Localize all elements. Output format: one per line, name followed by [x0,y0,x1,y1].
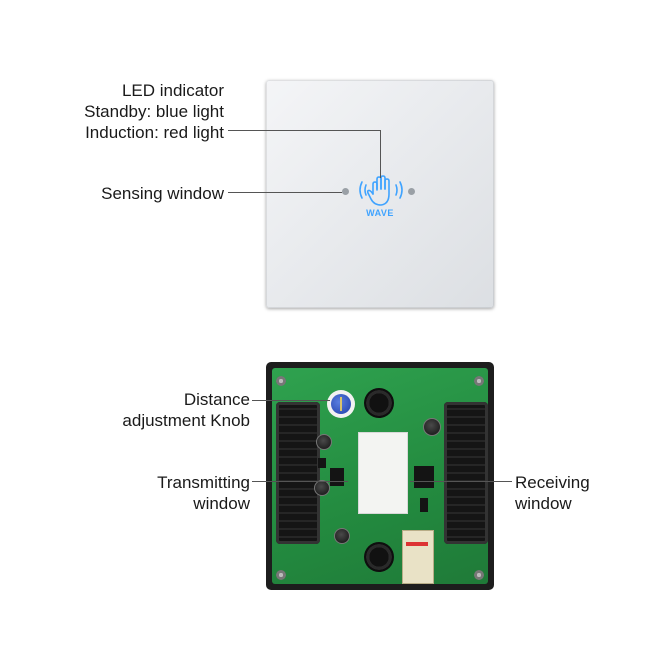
top-led [364,388,394,418]
relay [402,530,434,584]
led-indicator-label: LED indicator [121,81,224,100]
distance-knob-label-line1: Distance [183,390,250,409]
screw-top-left [276,376,286,386]
transmitting-window-label-line2: window [193,494,250,513]
screw-top-right [474,376,484,386]
distance-knob-leader [252,400,330,401]
sensing-window-left-dot [342,188,349,195]
center-label-sticker [358,432,408,514]
chip-1 [330,468,344,486]
transmitting-window-leader [252,481,348,482]
receiving-window-leader [410,481,512,482]
receiving-window-label-line1: Receiving [515,473,590,492]
transmitting-window-coil [276,402,320,544]
transmitting-window-label-line1: Transmitting [157,473,250,492]
sensing-window-right-dot [408,188,415,195]
chip-3 [318,458,326,468]
receiving-window-label-line2: window [515,494,572,513]
wave-text: WAVE [366,208,394,218]
relay-stripe [406,542,428,546]
chip-4 [420,498,428,512]
standby-label: Standby: blue light [84,102,224,121]
bottom-led [364,542,394,572]
capacitor-1 [316,434,332,450]
screw-bottom-left [276,570,286,580]
receiving-window-coil [444,402,488,544]
knob-slot [340,397,342,411]
sensing-window-label: Sensing window [101,184,224,203]
switch-front-panel [266,80,494,308]
distance-knob-label-line2: adjustment Knob [122,411,250,430]
screw-bottom-right [474,570,484,580]
led-indicator-leader [228,130,380,131]
capacitor-4 [334,528,350,544]
capacitor-2 [314,480,330,496]
capacitor-3 [423,418,441,436]
chip-2 [414,466,434,488]
hand-wave-icon [359,175,403,206]
induction-label: Induction: red light [85,123,224,142]
sensing-window-leader [228,192,342,193]
led-indicator-leader-drop [380,130,381,178]
